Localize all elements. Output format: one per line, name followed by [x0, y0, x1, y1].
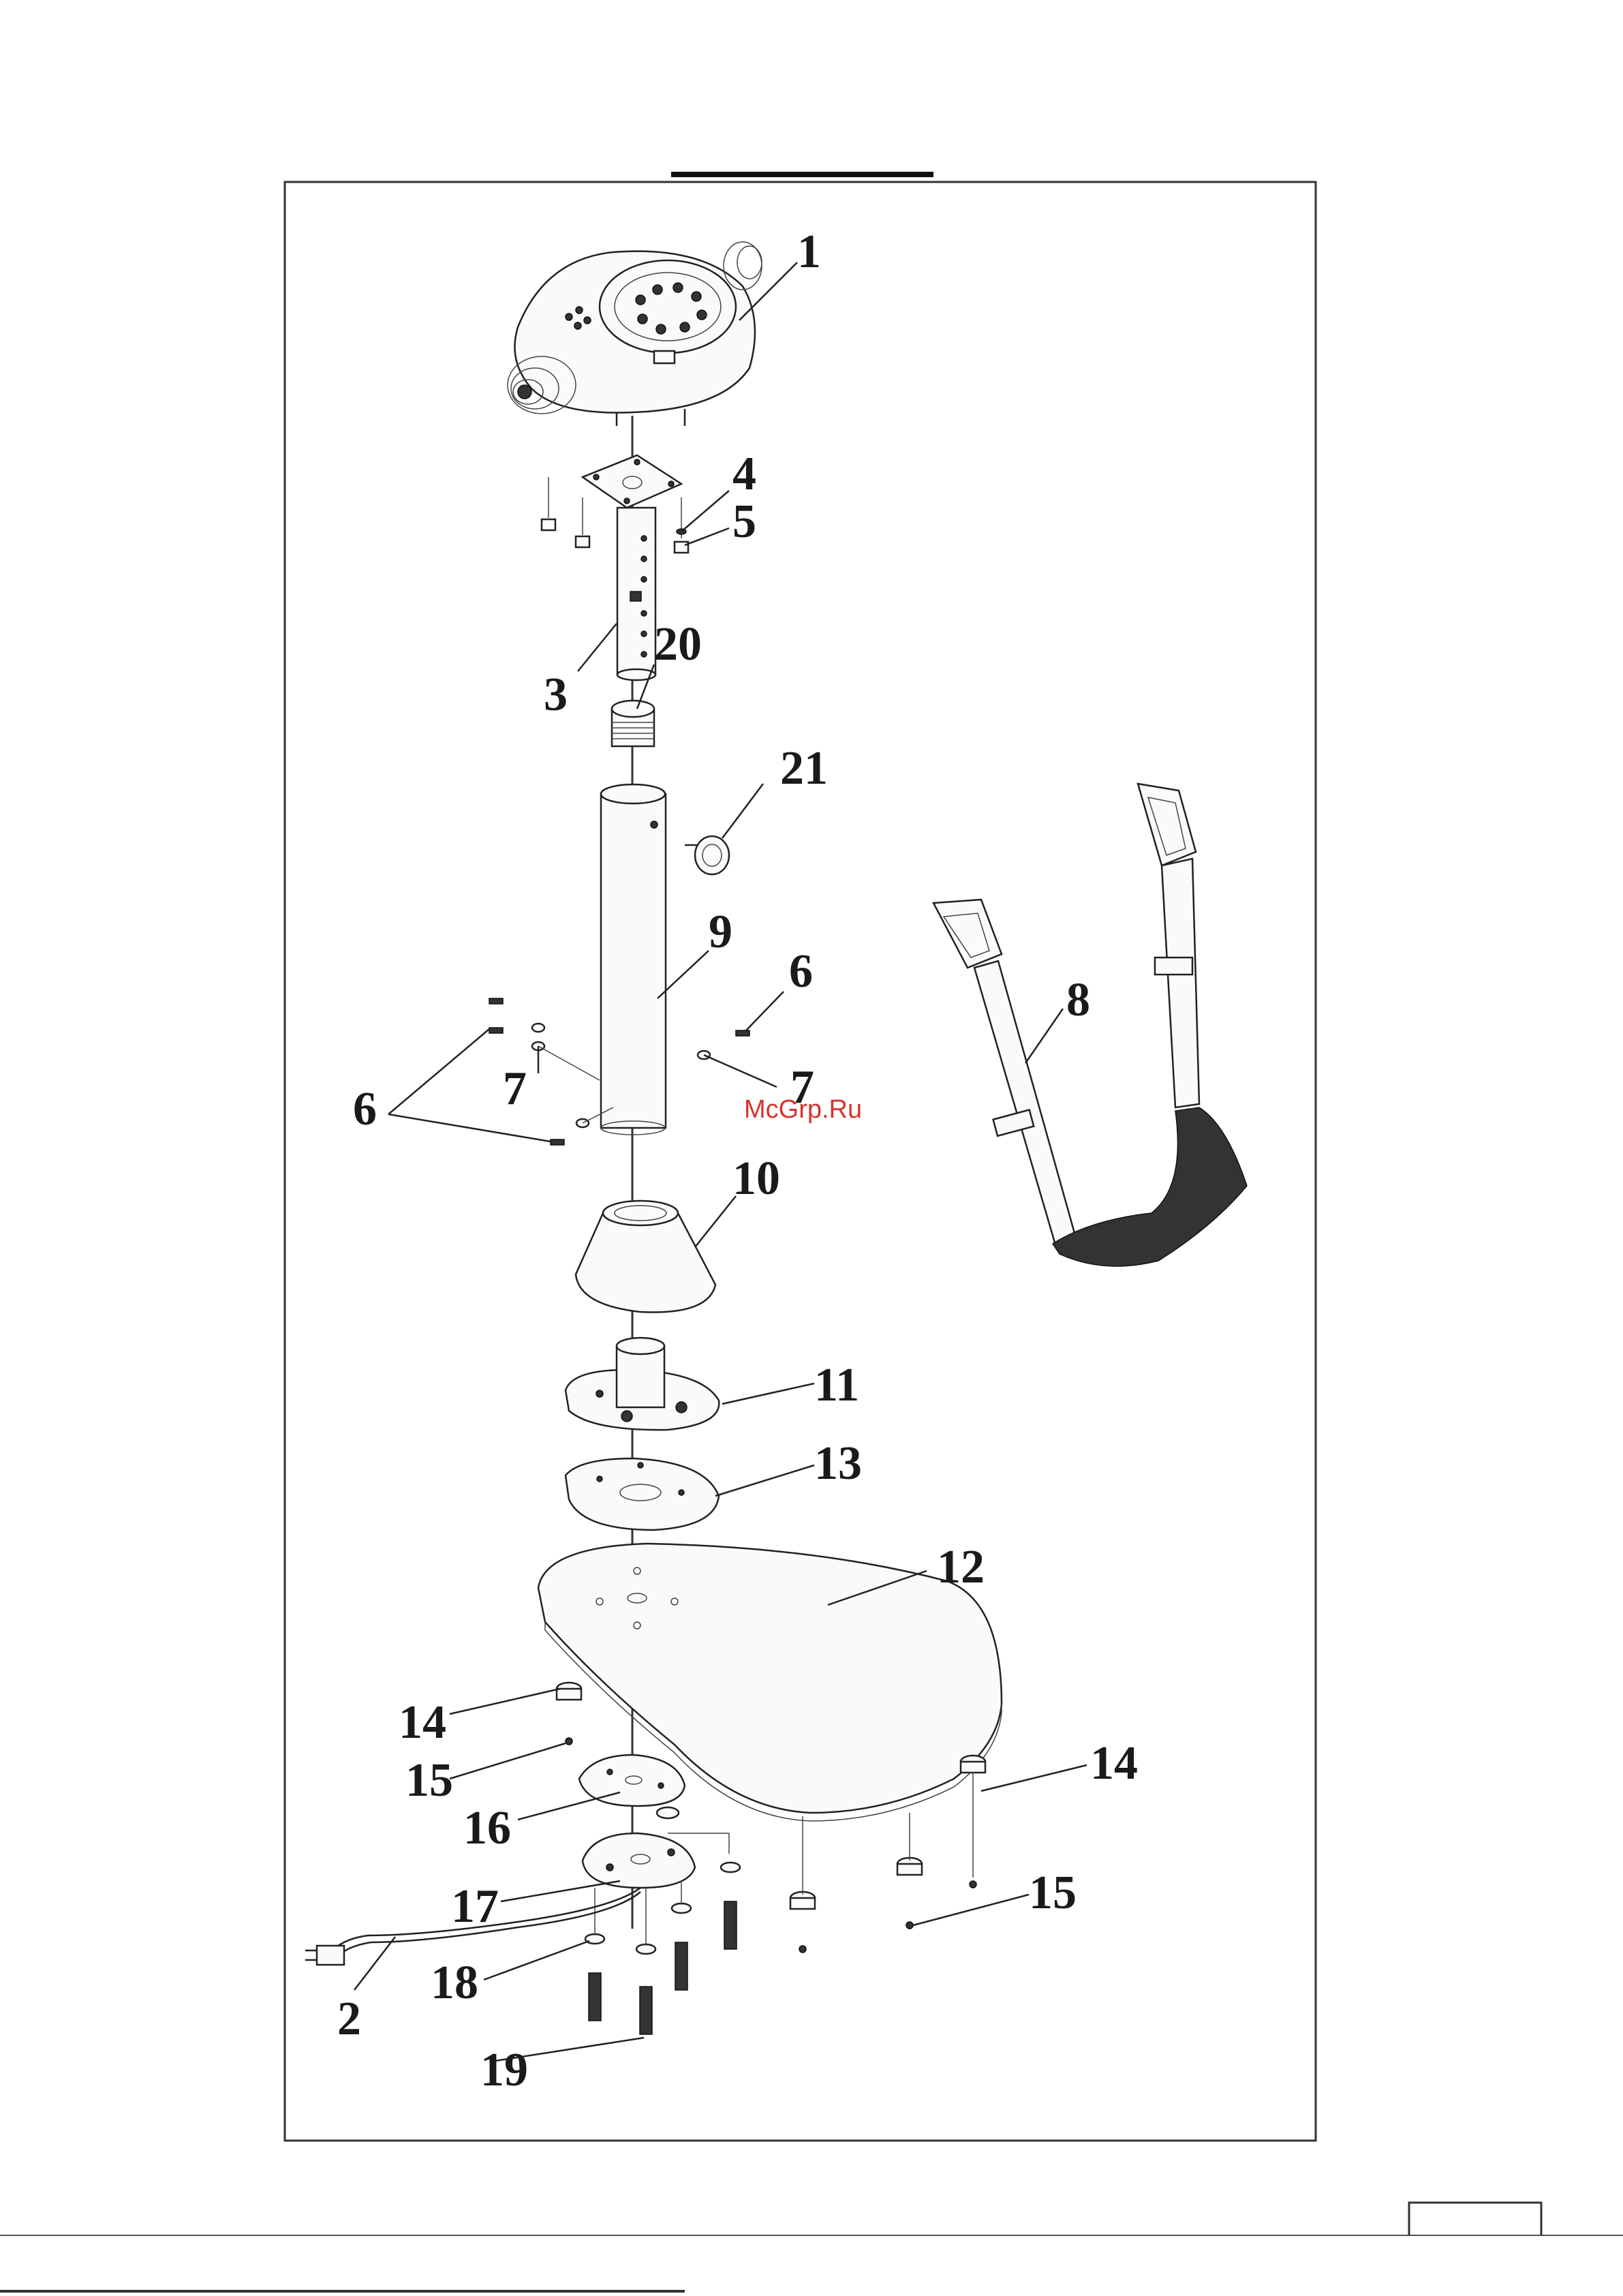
callout-13: 13: [814, 1437, 862, 1490]
callout-18: 18: [431, 1957, 478, 2009]
main-tube-part: [601, 784, 666, 1135]
gasket-part: [566, 1458, 719, 1530]
callout-6-left: 6: [353, 1083, 377, 1135]
watermark-text: McGrp.Ru: [744, 1095, 862, 1124]
callout-17: 17: [451, 1880, 499, 1933]
callout-7-left: 7: [503, 1062, 527, 1115]
callout-8: 8: [1066, 974, 1090, 1026]
callout-20: 20: [654, 618, 702, 671]
callout-15-left: 15: [405, 1754, 453, 1807]
callout-12: 12: [937, 1541, 985, 1593]
callout-5: 5: [732, 495, 756, 548]
callout-11: 11: [814, 1359, 859, 1411]
title-underline: [671, 172, 933, 177]
massage-belt-part: [933, 784, 1247, 1266]
page-number-tab: [1409, 2203, 1541, 2235]
collar-part: [612, 701, 654, 746]
cone-cover-part: [576, 1201, 715, 1313]
bolt-washer-set: [585, 1863, 740, 2034]
massager-head-part: [508, 242, 762, 426]
inner-tube-part: [617, 508, 655, 680]
callout-14-right: 14: [1090, 1737, 1138, 1790]
callout-21: 21: [780, 742, 828, 795]
callout-3: 3: [544, 669, 568, 721]
callout-1: 1: [797, 226, 821, 278]
callout-2: 2: [337, 1993, 361, 2045]
mounting-plate-part: [583, 455, 681, 508]
adjustment-knob-part: [685, 836, 729, 874]
callout-10: 10: [732, 1152, 780, 1205]
callout-4: 4: [732, 448, 756, 500]
callout-19: 19: [480, 2044, 528, 2096]
callout-15-right: 15: [1029, 1867, 1077, 1919]
callout-6-right: 6: [789, 945, 813, 998]
diagram-frame: [285, 182, 1316, 2141]
callout-16: 16: [463, 1802, 511, 1854]
callout-9: 9: [709, 906, 732, 958]
flange-part: [566, 1338, 719, 1430]
bottom-disc-part: [583, 1807, 729, 1888]
callout-14-left: 14: [399, 1696, 446, 1749]
